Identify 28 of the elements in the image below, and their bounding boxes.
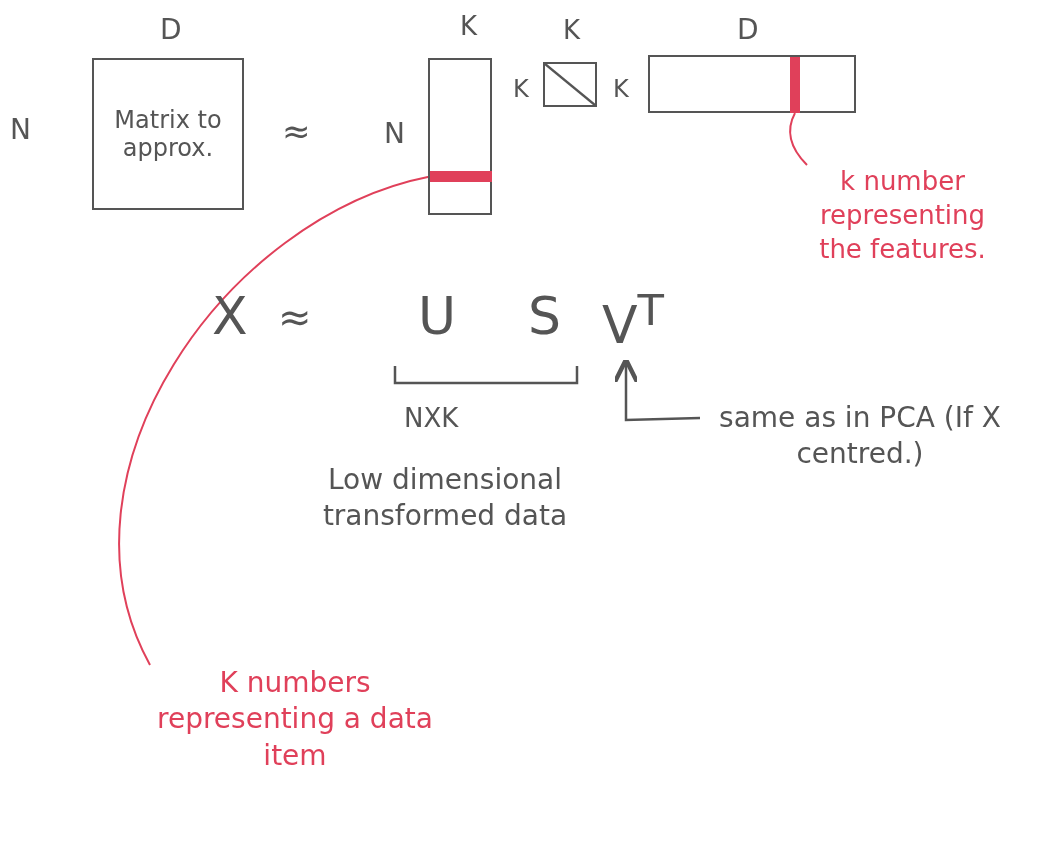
diagonal-matrix-box (543, 62, 597, 107)
matrix-box: Matrix to approx. (92, 58, 244, 210)
leader-line (119, 175, 431, 666)
equation-symbol: X (212, 285, 248, 348)
equation-symbol: ≈ (278, 293, 312, 342)
dimension-label: K (563, 14, 581, 47)
dimension-label: K (613, 74, 629, 104)
dimension-label: K (460, 10, 478, 43)
annotation-text: K numbers representing a data item (145, 665, 445, 775)
leader-line (789, 112, 808, 166)
matrix-box (428, 58, 492, 215)
highlighted-row (430, 171, 492, 182)
equation-symbol: S (528, 285, 561, 348)
dimension-label: N (10, 112, 31, 147)
dimension-label: NXK (404, 402, 459, 435)
equation-symbol: U (418, 285, 457, 348)
annotation-text: k number representing the features. (795, 165, 1010, 267)
dimension-label: ≈ (282, 110, 311, 153)
dimension-label: D (737, 12, 759, 47)
dimension-label: N (384, 116, 405, 151)
matrix-box (648, 55, 856, 113)
annotation-text: same as in PCA (If X centred.) (700, 400, 1020, 473)
highlighted-column (790, 57, 800, 113)
note-text: Low dimensional transformed data (321, 462, 569, 535)
dimension-label: K (513, 74, 529, 104)
dimension-label: D (160, 12, 182, 47)
arrow (612, 357, 701, 422)
equation-symbol: V$^{T}$ (598, 282, 668, 360)
